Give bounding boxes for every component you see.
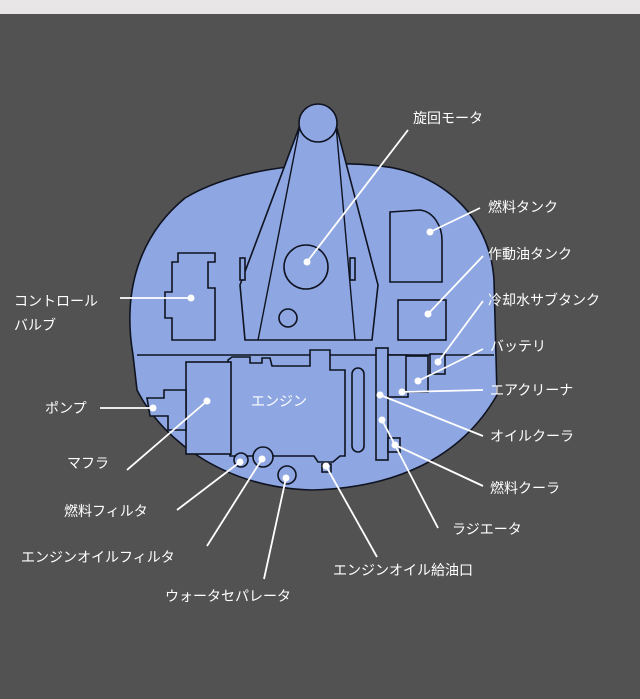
label-water-separator: ウォータセパレータ: [165, 589, 291, 605]
engine: [227, 349, 346, 463]
label-radiator: ラジエータ: [452, 522, 522, 538]
label-control-valve-line2: バルブ: [14, 317, 56, 334]
label-air-cleaner: エアクリーナ: [490, 383, 573, 399]
label-swing-motor: 旋回モータ: [413, 111, 483, 127]
fuel-tank: [389, 209, 443, 283]
bracket-pin-left: [239, 257, 246, 281]
hydraulic-tank: [397, 299, 447, 341]
leader-lines: [100, 129, 484, 580]
label-engine-oil-filter: エンジンオイルフィルタ: [21, 550, 175, 566]
bracket-pin-right: [349, 257, 356, 281]
label-fuel-cooler: 燃料クーラ: [490, 480, 560, 497]
label-engine-oil-filler: エンジンオイル給油口: [333, 563, 473, 579]
label-control-valve-line1: コントロール: [14, 294, 98, 310]
engine-block-left: [185, 361, 232, 455]
center-joint: [278, 308, 298, 328]
bracket-line-left: [257, 124, 301, 341]
bracket-line-right: [335, 124, 356, 341]
label-coolant-subtank: 冷却水サブタンク: [488, 292, 600, 309]
cooler-frame: [351, 367, 365, 453]
pump: [146, 389, 187, 431]
label-battery: バッテリ: [490, 339, 546, 355]
swing-motor-top: [298, 103, 338, 143]
label-hydraulic-tank: 作動油タンク: [488, 247, 572, 263]
label-oil-cooler: オイルクーラ: [490, 429, 574, 445]
label-engine: エンジン: [251, 394, 307, 410]
radiator-core: [375, 347, 389, 461]
label-pump: ポンプ: [45, 401, 87, 417]
label-muffler: マフラ: [67, 456, 109, 472]
label-fuel-tank: 燃料タンク: [488, 199, 558, 216]
label-fuel-filter: 燃料フィルタ: [64, 503, 148, 520]
air-cleaner: [405, 355, 429, 393]
swing-motor: [283, 244, 329, 290]
